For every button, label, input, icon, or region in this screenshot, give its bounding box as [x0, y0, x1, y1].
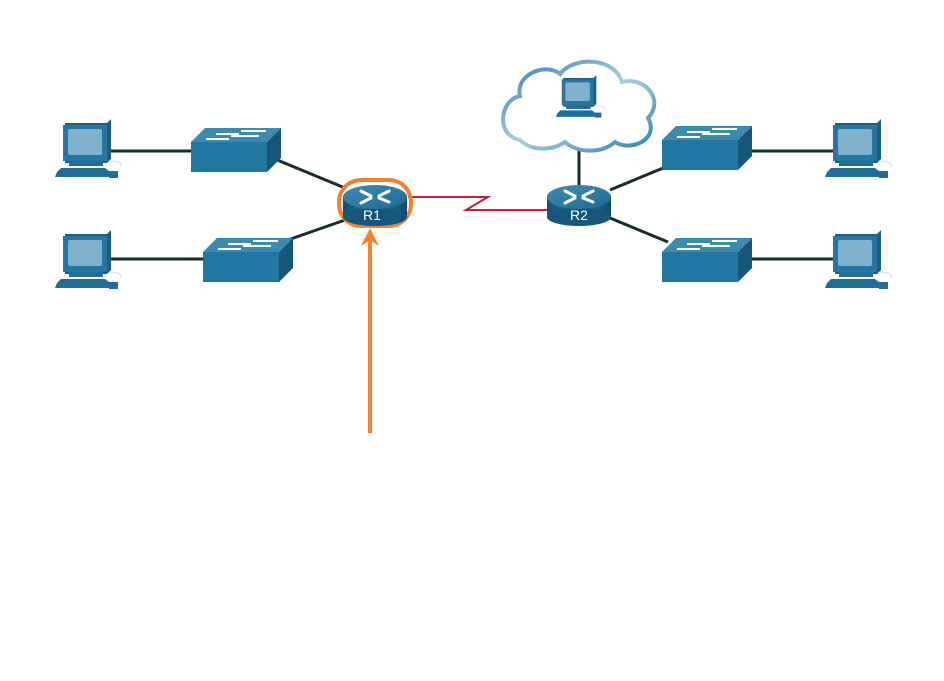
link-sw2-r1	[284, 218, 346, 243]
router-label: R1	[363, 207, 381, 223]
switch-icon-right-bottom[interactable]	[661, 237, 753, 283]
switch-icon-left-top[interactable]	[190, 127, 282, 173]
serial-link-r1-r2	[408, 196, 548, 211]
switch-icon-left-bottom[interactable]	[202, 237, 294, 283]
router-r2[interactable]: R2	[545, 183, 613, 228]
pc-icon-right-top[interactable]	[824, 118, 892, 179]
pc-icon-left-top[interactable]	[54, 118, 122, 179]
arrow-up-icon	[361, 228, 379, 433]
link-sw1-r1	[269, 155, 346, 190]
link-r2-sw4	[609, 216, 669, 244]
pc-icon-right-bottom[interactable]	[824, 229, 892, 290]
link-r2-sw3	[609, 164, 669, 192]
router-r1[interactable]: R1	[337, 178, 413, 228]
switch-icon-right-top[interactable]	[661, 125, 753, 171]
ethernet-links	[110, 148, 835, 261]
router-label: R2	[570, 207, 588, 223]
